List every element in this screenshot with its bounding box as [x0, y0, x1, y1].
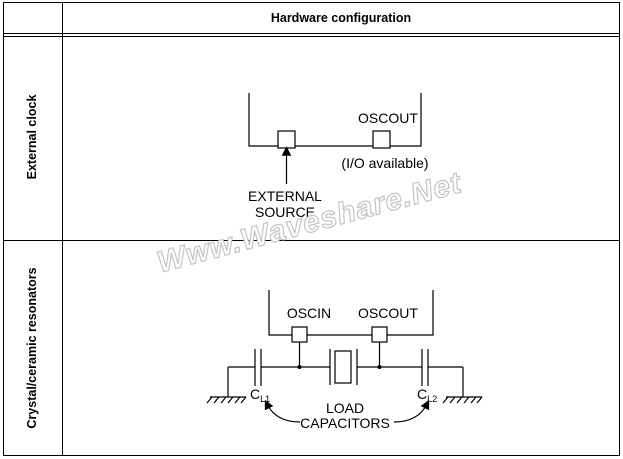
- crystal-schematic: [206, 290, 483, 423]
- row-label-external-clock: External clock: [25, 95, 39, 180]
- junction-dot-oscout: [377, 365, 382, 369]
- junction-dot-oscin: [297, 365, 302, 369]
- chip-outline-external: [248, 93, 422, 147]
- io-available-note: (I/O available): [341, 155, 428, 171]
- load-pointer-left: [264, 399, 301, 423]
- external-source-label-2: SOURCE: [255, 204, 315, 220]
- oscin-pin-box: [291, 326, 308, 343]
- chip-outline-crystal: [268, 290, 434, 336]
- row-label-crystal: Crystal/ceramic resonators: [25, 267, 39, 428]
- crystal-body: [334, 350, 352, 384]
- oscout-label-crystal: OSCOUT: [358, 305, 418, 321]
- table-header: Hardware configuration: [271, 11, 411, 25]
- oscout-pin-box: [372, 130, 391, 149]
- cl2-label: CL2: [417, 386, 437, 404]
- oscout-pin-box-crystal: [371, 326, 388, 343]
- cl1-label: CL1: [250, 386, 270, 404]
- table-grid: [3, 2, 620, 456]
- oscout-label-external: OSCOUT: [358, 110, 418, 126]
- load-capacitors-label-2: CAPACITORS: [300, 415, 390, 431]
- external-clock-schematic: [248, 93, 422, 184]
- load-pointer-right: [393, 399, 430, 423]
- external-source-label-1: EXTERNAL: [248, 188, 322, 204]
- watermark: Www.Waveshare.Net: [154, 166, 467, 279]
- osc-in-pin-box: [277, 130, 296, 149]
- oscin-label: OSCIN: [287, 305, 331, 321]
- load-capacitors-label-1: LOAD: [326, 400, 364, 416]
